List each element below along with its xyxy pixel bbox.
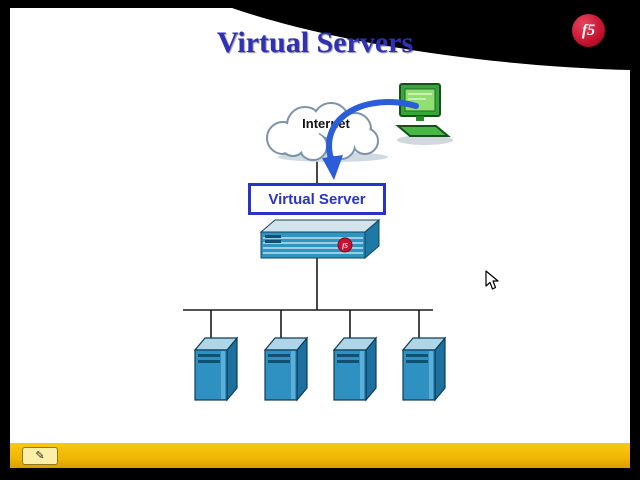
bigip-appliance-icon: f5: [259, 218, 381, 260]
client-computer-icon: [395, 83, 453, 145]
slide-bottom-bar: ✎: [10, 443, 630, 468]
internet-cloud-icon: [266, 102, 388, 162]
virtual-server-label: Virtual Server: [268, 190, 366, 208]
keyboard: [395, 125, 451, 137]
traffic-arrow-icon: [322, 99, 419, 180]
virtual-server-box: Virtual Server: [248, 183, 386, 215]
monitor-stand: [416, 116, 424, 121]
pen-icon: ✎: [35, 449, 45, 462]
server-tower: [402, 337, 446, 401]
appliance-f5-ball-logo: [337, 237, 353, 253]
server-tower: [194, 337, 238, 401]
mouse-cursor: [485, 270, 499, 290]
cloud-outline: [266, 102, 379, 161]
appliance-f5-text: f5: [342, 242, 348, 250]
server-tower: [264, 337, 308, 401]
server-pool: [194, 337, 446, 401]
f5-logo-text: f5: [581, 21, 596, 39]
top-right-swoosh-decoration: [232, 8, 630, 70]
connector-lines: [183, 154, 433, 339]
appliance-top: [259, 219, 381, 233]
slide-title: Virtual Servers: [216, 26, 414, 59]
pen-tool-button[interactable]: ✎: [22, 447, 58, 465]
server-tower: [333, 337, 377, 401]
presentation-slide: Virtual Servers f5: [10, 8, 630, 468]
f5-logo: f5: [572, 14, 605, 47]
